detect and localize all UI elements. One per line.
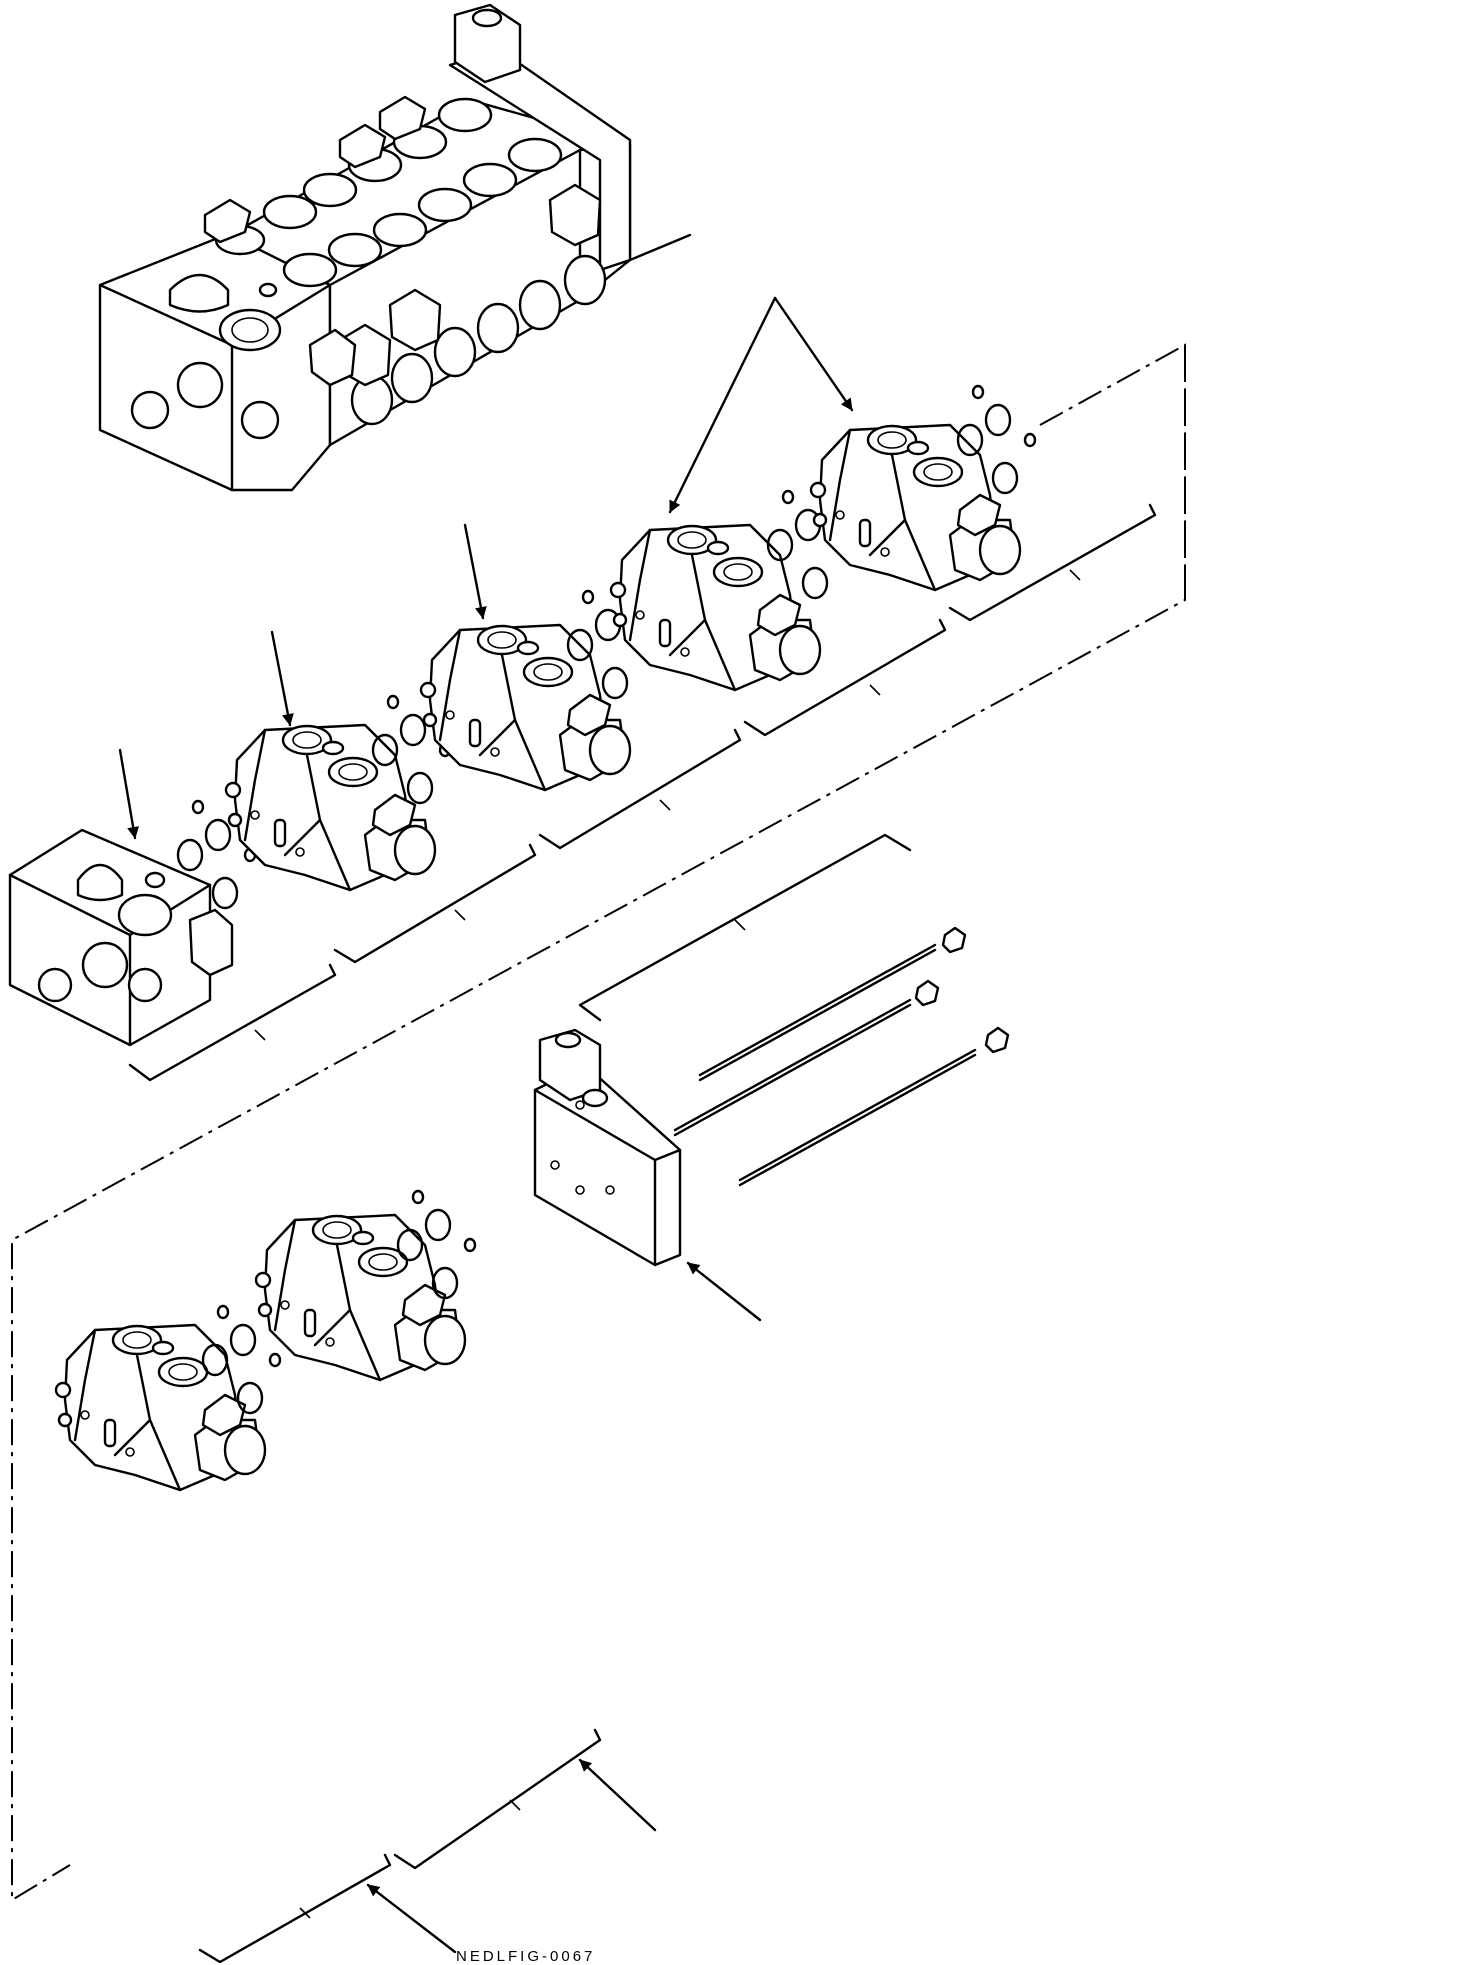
group-brackets-row2	[200, 1730, 600, 1962]
tie-rods	[675, 928, 1008, 1185]
arrow-lower-left	[368, 1885, 455, 1952]
callout-arrows-row1	[120, 298, 852, 838]
valve-section	[224, 723, 437, 892]
reference-caption-lower: NEDLFIG-0067	[456, 1948, 596, 1965]
valve-section	[809, 423, 1022, 592]
group-brackets-row1	[130, 505, 1155, 1080]
solenoid-end-block	[535, 1030, 680, 1265]
valve-section	[609, 523, 822, 692]
arrow-lower-right	[580, 1760, 655, 1830]
assembly-boundary	[12, 345, 1185, 1900]
bracket-tie-rods	[580, 835, 910, 1020]
valve-section	[419, 623, 632, 792]
arrow-end-block	[688, 1263, 760, 1320]
assembled-valve-bank	[100, 5, 690, 490]
end-plate-inlet	[10, 830, 232, 1045]
bracket-tick	[735, 920, 745, 930]
